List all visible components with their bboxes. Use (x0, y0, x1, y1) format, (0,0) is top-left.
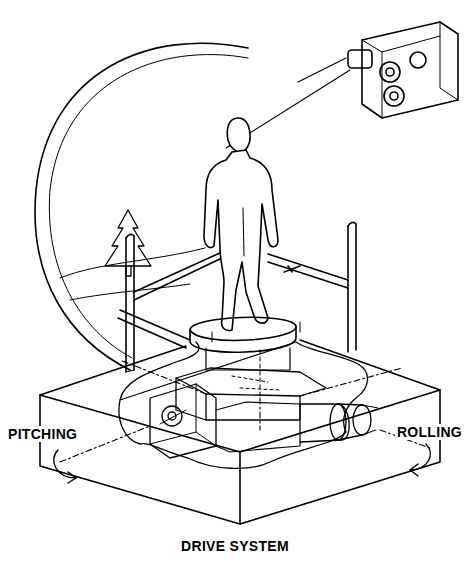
drive-mechanism (119, 342, 378, 468)
ground-line (70, 284, 190, 300)
axis-label: ROLLING (395, 424, 464, 440)
rolling-arrow (410, 444, 430, 476)
pitching-arrow (54, 450, 76, 483)
caption-label: DRIVE SYSTEM (179, 538, 291, 554)
axis-label: PITCHING (6, 426, 79, 442)
projection-ray (298, 58, 346, 82)
projector (348, 22, 458, 118)
horizon-line (60, 248, 205, 278)
rotation-axes (60, 360, 430, 462)
tree (105, 210, 151, 276)
person-figure (204, 118, 278, 331)
base-housing (40, 340, 440, 524)
